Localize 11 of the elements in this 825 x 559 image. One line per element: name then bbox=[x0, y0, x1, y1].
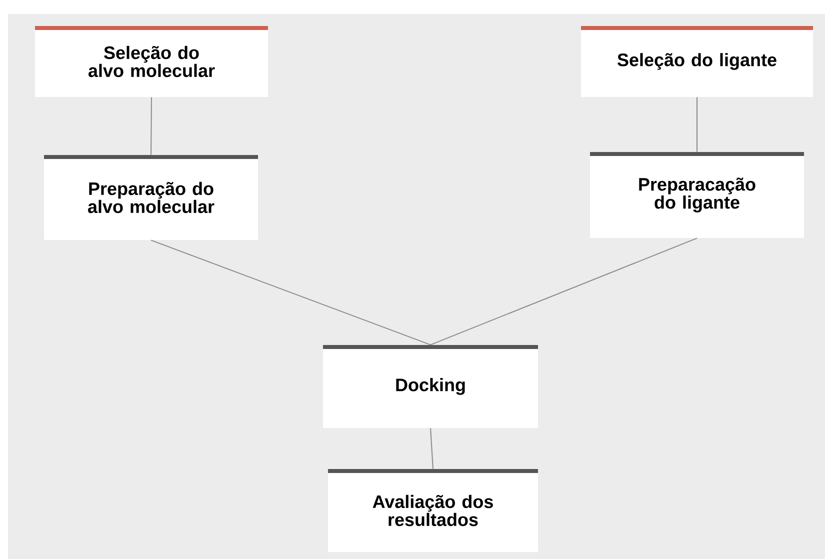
process-box: Preparacação do ligante bbox=[590, 152, 804, 238]
connector-line bbox=[430, 238, 698, 346]
process-box: Avaliação dos resultados bbox=[328, 469, 538, 552]
process-box: Seleção do alvo molecular bbox=[35, 26, 268, 97]
connector-line bbox=[150, 96, 152, 156]
process-box: Preparação do alvo molecular bbox=[44, 155, 258, 240]
connector-line bbox=[696, 96, 698, 152]
connector-line bbox=[150, 240, 431, 346]
connector-line bbox=[430, 428, 434, 470]
process-box: Docking bbox=[323, 345, 538, 428]
process-box: Seleção do ligante bbox=[581, 26, 813, 97]
